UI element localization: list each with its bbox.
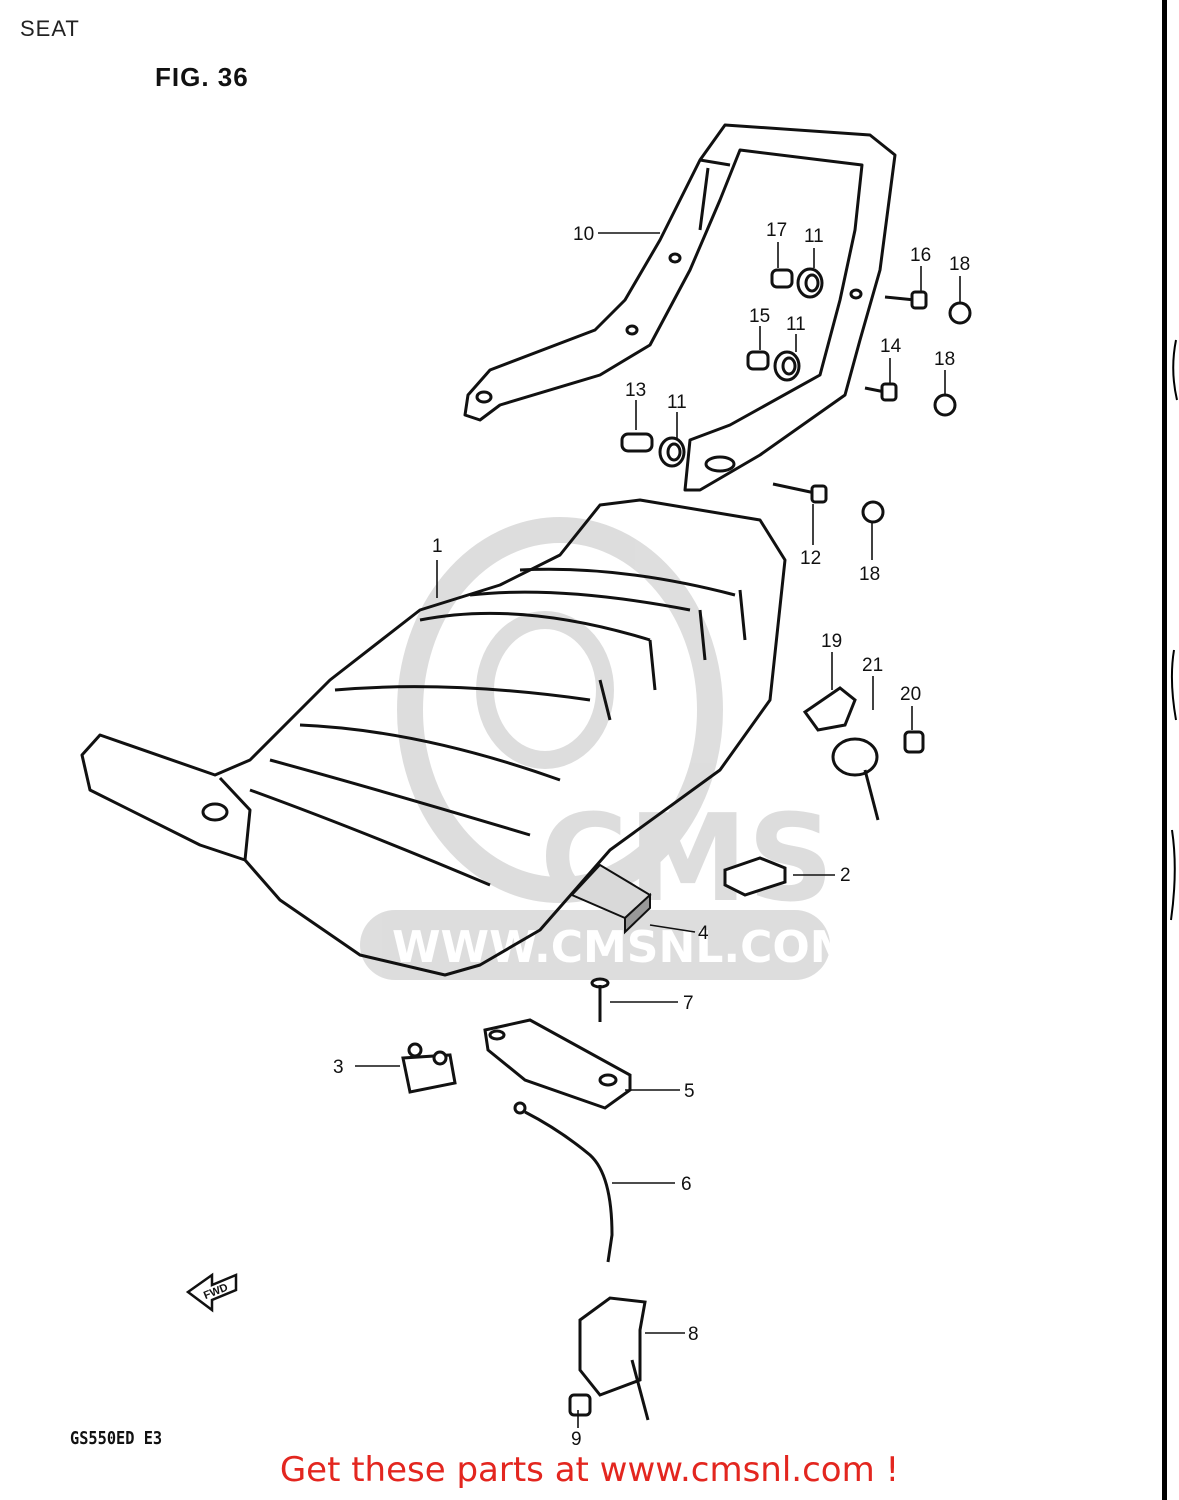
callout-14: 14 <box>880 336 902 357</box>
watermark-brand: CMS <box>540 790 834 929</box>
watermark: CMS WWW.CMSNL.COM <box>360 517 854 980</box>
callout-18-c: 18 <box>859 564 880 585</box>
callout-20: 20 <box>900 684 921 705</box>
callout-17: 17 <box>766 220 787 241</box>
callout-18-a: 18 <box>949 254 970 275</box>
bumpers <box>401 856 787 1094</box>
figure-label: FIG. 36 <box>155 62 249 92</box>
callout-6: 6 <box>681 1174 692 1195</box>
callout-leaders <box>355 232 961 1428</box>
callout-3: 3 <box>333 1057 344 1078</box>
callout-1: 1 <box>432 536 443 557</box>
screw-bracket-cable <box>483 977 632 1263</box>
seat-locks <box>568 686 925 1421</box>
callout-10: 10 <box>573 224 594 245</box>
foam-pad-part <box>570 863 652 935</box>
callout-13: 13 <box>625 380 646 401</box>
edge-scribble <box>1170 339 1178 921</box>
spacer-grommets <box>620 267 824 468</box>
callout-12: 12 <box>800 548 821 569</box>
seat-part <box>80 498 787 977</box>
callout-15: 15 <box>749 306 770 327</box>
callout-9: 9 <box>571 1429 582 1450</box>
callout-4: 4 <box>698 923 709 944</box>
watermark-url: WWW.CMSNL.COM <box>392 922 854 973</box>
model-code: GS550ED E3 <box>70 1428 163 1449</box>
footer-link[interactable]: Get these parts at www.cmsnl.com ! <box>279 1450 900 1490</box>
page-edge-line <box>1162 0 1167 1500</box>
callout-11-b: 11 <box>786 314 806 335</box>
callout-2: 2 <box>840 865 851 886</box>
bolts-and-caps <box>772 290 972 524</box>
callout-numbers: 1 2 3 4 5 6 7 8 9 10 11 11 11 12 13 14 1… <box>333 220 970 1450</box>
callout-11-c: 11 <box>667 392 687 413</box>
callout-11-a: 11 <box>804 226 824 247</box>
callout-18-b: 18 <box>934 349 955 370</box>
fwd-arrow: FWD <box>185 1272 238 1313</box>
callout-21: 21 <box>862 655 883 676</box>
callout-16: 16 <box>910 245 931 266</box>
callout-5: 5 <box>684 1081 695 1102</box>
grab-rail-part <box>463 123 897 492</box>
callout-7: 7 <box>683 993 694 1014</box>
callout-8: 8 <box>688 1324 699 1345</box>
page-title: SEAT <box>20 16 80 41</box>
callout-19: 19 <box>821 631 842 652</box>
